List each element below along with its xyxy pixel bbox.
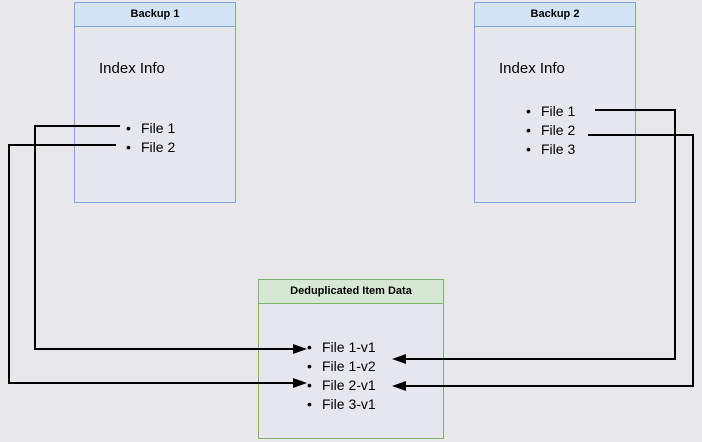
dedup-file-list: File 1-v1 File 1-v2 File 2-v1 File 3-v1 [307, 338, 376, 414]
backup1-header: Backup 1 [75, 3, 235, 27]
deduplicated-item-data-box[interactable]: Deduplicated Item Data File 1-v1 File 1-… [258, 279, 444, 439]
backup2-file-item[interactable]: File 3 [526, 140, 575, 159]
dedup-file-item[interactable]: File 1-v1 [307, 338, 376, 357]
backup1-title: Backup 1 [130, 8, 180, 20]
backup2-file-item[interactable]: File 2 [526, 121, 575, 140]
backup2-index-info-label: Index Info [499, 60, 565, 77]
dedup-file-item[interactable]: File 3-v1 [307, 395, 376, 414]
backup1-index-info-label: Index Info [99, 60, 165, 77]
backup2-header: Backup 2 [475, 3, 635, 27]
backup1-box[interactable]: Backup 1 Index Info File 1 File 2 [74, 2, 236, 203]
dedup-title: Deduplicated Item Data [290, 285, 412, 297]
backup1-file-list: File 1 File 2 [126, 119, 175, 157]
backup2-file-item[interactable]: File 1 [526, 102, 575, 121]
dedup-file-item[interactable]: File 1-v2 [307, 357, 376, 376]
backup1-file-item[interactable]: File 1 [126, 119, 175, 138]
dedup-header: Deduplicated Item Data [259, 280, 443, 304]
dedup-file-item[interactable]: File 2-v1 [307, 376, 376, 395]
backup1-file-item[interactable]: File 2 [126, 138, 175, 157]
backup2-title: Backup 2 [530, 8, 580, 20]
backup2-box[interactable]: Backup 2 Index Info File 1 File 2 File 3 [474, 2, 636, 203]
backup2-file-list: File 1 File 2 File 3 [526, 102, 575, 159]
